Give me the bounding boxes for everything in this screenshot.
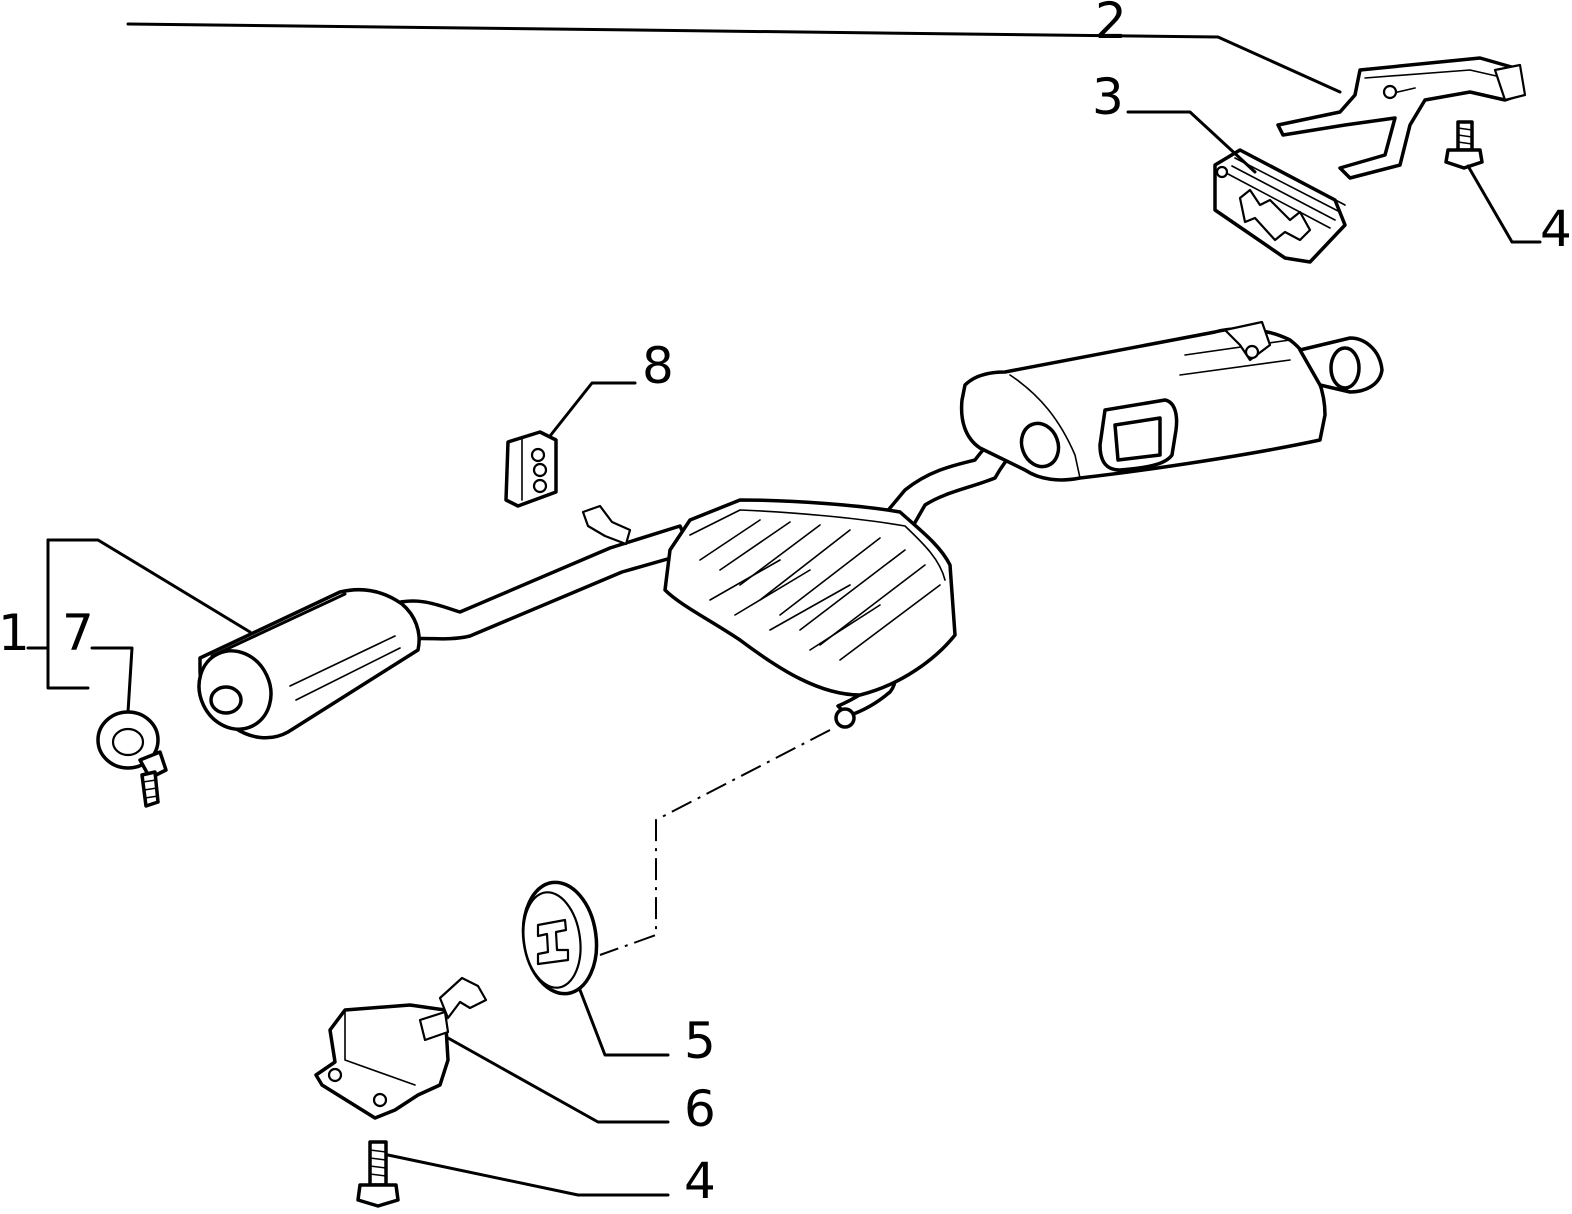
assembly-line — [599, 729, 831, 956]
callout-3: 3 — [1092, 68, 1124, 126]
callout-1: 1 — [0, 604, 30, 662]
callout-2: 2 — [1095, 0, 1127, 50]
front-muffler — [197, 587, 421, 740]
bolt-part-4-bottom — [356, 1140, 400, 1208]
callout-6: 6 — [684, 1080, 716, 1138]
rubber-hanger-part-8 — [504, 430, 558, 508]
callout-7: 7 — [62, 604, 94, 662]
bracket-part-2 — [1276, 56, 1527, 180]
rubber-disc-part-5 — [521, 880, 599, 996]
rubber-mount-part-3 — [1213, 148, 1347, 264]
center-muffler — [663, 498, 957, 697]
callout-8: 8 — [642, 337, 674, 395]
rear-muffler — [959, 320, 1384, 482]
callout-5: 5 — [684, 1012, 716, 1070]
leader-lines — [26, 22, 1542, 1197]
bracket-part-6 — [314, 976, 488, 1120]
callout-4-bottom: 4 — [684, 1152, 716, 1210]
clamp-part-7 — [96, 710, 168, 808]
bolt-part-4-top — [1444, 120, 1484, 170]
callout-4-top: 4 — [1540, 200, 1572, 258]
